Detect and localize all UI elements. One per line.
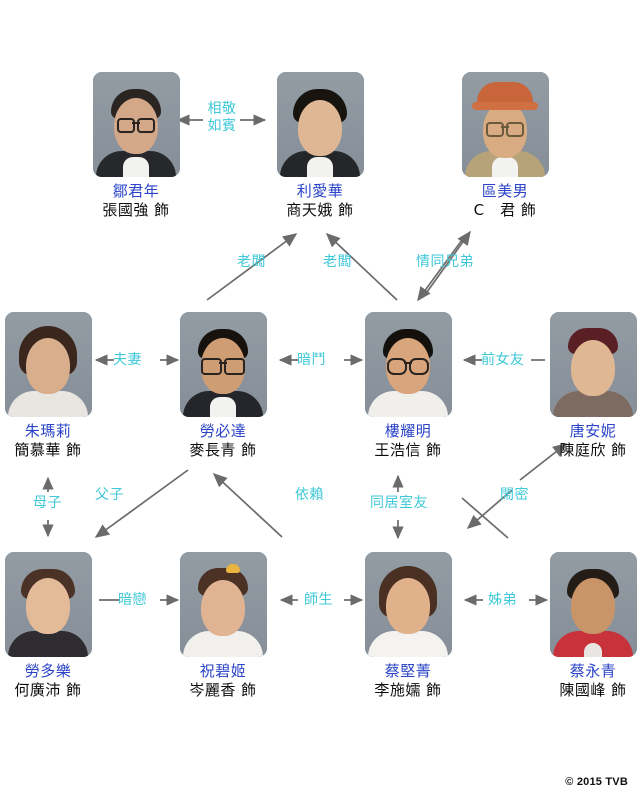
character-name: 蔡永青 bbox=[569, 662, 617, 680]
portrait-photo bbox=[461, 72, 549, 177]
portrait-photo bbox=[364, 552, 452, 657]
character-name: 利愛華 bbox=[296, 182, 344, 200]
portrait-photo bbox=[179, 552, 267, 657]
actor-name: 何廣沛 飾 bbox=[14, 681, 82, 699]
character-card-lei-oi-wah[interactable]: 利愛華 商天娥 飾 bbox=[260, 72, 380, 220]
portrait-photo bbox=[4, 552, 92, 657]
character-name: 勞多樂 bbox=[24, 662, 72, 680]
character-card-lau-yiu-ming[interactable]: 樓耀明 王浩信 飾 bbox=[348, 312, 468, 460]
character-name: 祝碧姬 bbox=[199, 662, 247, 680]
character-card-au-mei-nam[interactable]: 區美男 C 君 飾 bbox=[445, 72, 565, 220]
portrait-photo bbox=[364, 312, 452, 417]
character-card-tong-on-nei[interactable]: 唐安妮 陳庭欣 飾 bbox=[533, 312, 640, 460]
actor-name: 李施嬬 飾 bbox=[374, 681, 442, 699]
relation-label-teacher-student: 師生 bbox=[304, 592, 333, 608]
relation-label-father-son: 父子 bbox=[95, 487, 124, 503]
relation-label-sister-brother: 姊弟 bbox=[488, 592, 517, 608]
character-name: 蔡堅菁 bbox=[384, 662, 432, 680]
actor-name: 陳國峰 飾 bbox=[559, 681, 627, 699]
hair-bow-icon bbox=[225, 564, 240, 573]
relation-label-sworn-brothers: 情同兄弟 bbox=[416, 254, 474, 270]
portrait-photo bbox=[549, 312, 637, 417]
portrait-photo bbox=[4, 312, 92, 417]
portrait-photo bbox=[549, 552, 637, 657]
relation-label-couple: 夫妻 bbox=[113, 352, 142, 368]
character-name: 朱瑪莉 bbox=[24, 422, 72, 440]
relation-label-rivalry: 暗鬥 bbox=[297, 352, 326, 368]
portrait-photo bbox=[92, 72, 180, 177]
relation-label-respect: 相敬如賓 bbox=[207, 101, 237, 134]
copyright-notice: © 2015 TVB bbox=[565, 776, 628, 788]
portrait-photo bbox=[179, 312, 267, 417]
glasses-icon bbox=[387, 358, 429, 375]
actor-name: 麥長青 飾 bbox=[189, 441, 257, 459]
relation-label-boss-lou: 老闆 bbox=[237, 254, 266, 270]
actor-name: 王浩信 飾 bbox=[374, 441, 442, 459]
character-card-zau-kwan-nin[interactable]: 鄒君年 張國強 飾 bbox=[76, 72, 196, 220]
relation-label-roommates: 同居室友 bbox=[370, 495, 428, 511]
relation-label-ex-girlfriend: 前女友 bbox=[481, 352, 525, 368]
portrait-photo bbox=[276, 72, 364, 177]
actor-name: 商天娥 飾 bbox=[286, 201, 354, 219]
character-name: 勞必達 bbox=[199, 422, 247, 440]
actor-name: 岑麗香 飾 bbox=[189, 681, 257, 699]
actor-name: 陳庭欣 飾 bbox=[559, 441, 627, 459]
character-card-lou-bit-daat[interactable]: 勞必達 麥長青 飾 bbox=[163, 312, 283, 460]
glasses-icon bbox=[486, 122, 524, 137]
character-card-coi-wing-ching[interactable]: 蔡永青 陳國峰 飾 bbox=[533, 552, 640, 700]
character-name: 唐安妮 bbox=[569, 422, 617, 440]
character-name: 區美男 bbox=[481, 182, 529, 200]
relation-label-mother-son: 母子 bbox=[33, 495, 62, 511]
character-name: 鄒君年 bbox=[112, 182, 160, 200]
character-name: 樓耀明 bbox=[384, 422, 432, 440]
glasses-icon bbox=[117, 118, 155, 133]
character-card-zuk-bik-kei[interactable]: 祝碧姬 岑麗香 飾 bbox=[163, 552, 283, 700]
relation-label-secret-crush: 暗戀 bbox=[118, 592, 147, 608]
character-card-coi-gin-zing[interactable]: 蔡堅菁 李施嬬 飾 bbox=[348, 552, 468, 700]
relation-label-boss-lau: 老闆 bbox=[323, 254, 352, 270]
actor-name: C 君 飾 bbox=[473, 201, 537, 219]
relation-label-best-friends: 閙密 bbox=[500, 487, 529, 503]
actor-name: 張國強 飾 bbox=[102, 201, 170, 219]
character-card-lou-do-lok[interactable]: 勞多樂 何廣沛 飾 bbox=[0, 552, 108, 700]
relation-label-reliance: 依賴 bbox=[295, 487, 324, 503]
character-card-zyu-ma-lei[interactable]: 朱瑪莉 簡慕華 飾 bbox=[0, 312, 108, 460]
actor-name: 簡慕華 飾 bbox=[14, 441, 82, 459]
glasses-icon bbox=[201, 358, 245, 375]
hat-icon bbox=[472, 82, 538, 110]
